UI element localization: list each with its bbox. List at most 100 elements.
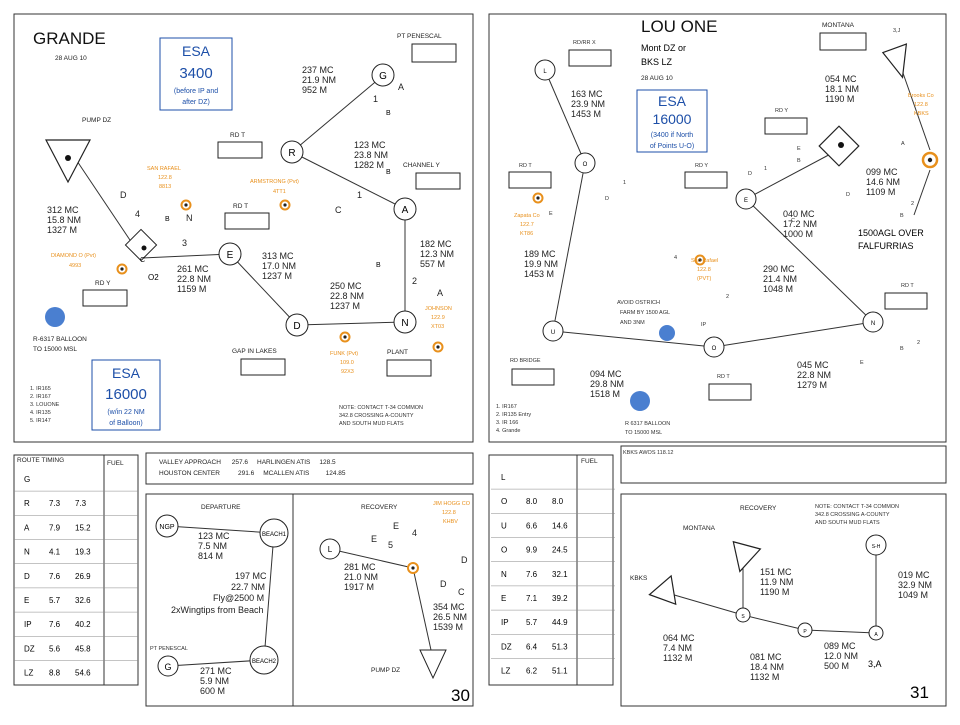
left-dep-g-label: G xyxy=(164,662,171,672)
left-rd-y-box xyxy=(82,289,128,307)
right-route-timing-fuel: FUEL xyxy=(581,458,598,465)
left-point-a xyxy=(393,197,417,221)
left-plant-label: PLANT xyxy=(387,349,408,356)
right-rec-p-label: P xyxy=(803,629,807,635)
right-rd-t-label-2: RD T xyxy=(901,283,914,289)
right-point-u-label: U xyxy=(551,330,555,336)
table-cell: 39.2 xyxy=(552,594,568,603)
right-awos-box xyxy=(620,445,947,484)
right-recovery-title: RECOVERY xyxy=(740,505,777,512)
left-point-c-diamond xyxy=(124,228,158,262)
table-cell: 5.7 xyxy=(49,596,61,605)
left-dep-ngp-label: NGP xyxy=(159,524,175,531)
table-cell: 6.4 xyxy=(526,642,538,651)
right-recovery-kbks: KBKS xyxy=(630,575,648,582)
left-departure-title: DEPARTURE xyxy=(201,504,241,511)
left-esa-top-label: ESA xyxy=(182,43,211,59)
left-point-e-label: E xyxy=(227,250,234,261)
left-rec-pump-dz-label: PUMP DZ xyxy=(371,667,400,674)
left-point-r-label: R xyxy=(288,148,295,159)
right-rd-rr-x-label: RD/RR X xyxy=(573,40,596,46)
left-page-number: 30 xyxy=(451,686,470,705)
right-esa-box xyxy=(636,89,708,153)
left-pump-dz-dot xyxy=(65,155,71,161)
left-point-a-label: A xyxy=(402,205,409,216)
right-rd-t-box-1 xyxy=(508,171,552,189)
right-rec-a-label: A xyxy=(874,632,878,638)
table-cell: O xyxy=(501,497,507,506)
right-rd-y-label-1: RD Y xyxy=(695,163,708,169)
right-point-e-label: E xyxy=(744,198,748,204)
left-channel-y-label: CHANNEL Y xyxy=(403,162,441,169)
right-montana-label: MONTANA xyxy=(822,22,855,29)
right-point-n xyxy=(862,311,884,333)
right-point-l xyxy=(534,59,556,81)
right-rd-t-label-1: RD T xyxy=(519,163,532,169)
right-montana-box xyxy=(819,32,867,51)
left-marker-a: A xyxy=(398,82,404,92)
table-cell: 9.9 xyxy=(526,546,538,555)
table-cell: 32.1 xyxy=(552,570,568,579)
table-cell: DZ xyxy=(501,642,512,651)
table-cell: R xyxy=(24,499,30,508)
table-cell: L xyxy=(501,473,506,482)
table-cell: 7.6 xyxy=(526,570,538,579)
table-cell: 8.0 xyxy=(552,497,564,506)
left-marker-d: D xyxy=(120,190,127,200)
table-cell: U xyxy=(501,521,507,530)
left-marker-2: 2 xyxy=(412,276,417,286)
left-esa-bottom-box xyxy=(91,359,161,431)
left-route-timing-table xyxy=(13,454,139,686)
table-cell: DZ xyxy=(24,644,35,653)
table-cell: D xyxy=(24,572,30,581)
left-esa-bottom-label: ESA xyxy=(112,365,141,381)
right-point-o-label: O xyxy=(583,162,588,168)
right-esa-note1: (3400 if North xyxy=(651,132,694,139)
right-sj-label: 3,J xyxy=(893,28,901,34)
left-rd-y-label: RD Y xyxy=(95,280,111,287)
left-armstrong-label: ARMSTRONG (Pvt)4TT1 xyxy=(250,179,299,195)
right-point-o2-label: O xyxy=(712,346,717,352)
left-rd-t-label-1: RD T xyxy=(230,132,245,139)
table-cell: 26.9 xyxy=(75,572,91,581)
table-cell: 7.1 xyxy=(526,594,538,603)
table-cell: 7.6 xyxy=(49,572,61,581)
right-rd-y-label-2: RD Y xyxy=(775,108,788,114)
table-cell: N xyxy=(501,570,507,579)
left-esa-top-note1: (before IP and xyxy=(174,88,218,95)
table-cell: E xyxy=(24,596,29,605)
left-marker-b2: B xyxy=(386,169,391,176)
right-esa-label: ESA xyxy=(658,93,687,109)
table-cell: N xyxy=(24,548,30,557)
left-dep-rec-box xyxy=(145,493,474,707)
left-marker-1: 1 xyxy=(373,94,378,104)
right-rd-rr-x-box xyxy=(568,49,612,67)
right-rec-p xyxy=(797,622,813,638)
table-cell: E xyxy=(501,594,506,603)
left-approach-line1: VALLEY APPROACH 257.6 HARLINGEN ATIS 128… xyxy=(159,459,336,466)
left-marker-3: 3 xyxy=(182,238,187,248)
table-cell: 6.2 xyxy=(526,667,538,676)
left-marker-b: B xyxy=(386,110,391,117)
right-rec-sh-label: S-H xyxy=(872,544,881,550)
right-rd-bridge-box xyxy=(511,368,555,386)
table-cell: G xyxy=(24,475,30,484)
table-cell: 5.7 xyxy=(526,618,538,627)
